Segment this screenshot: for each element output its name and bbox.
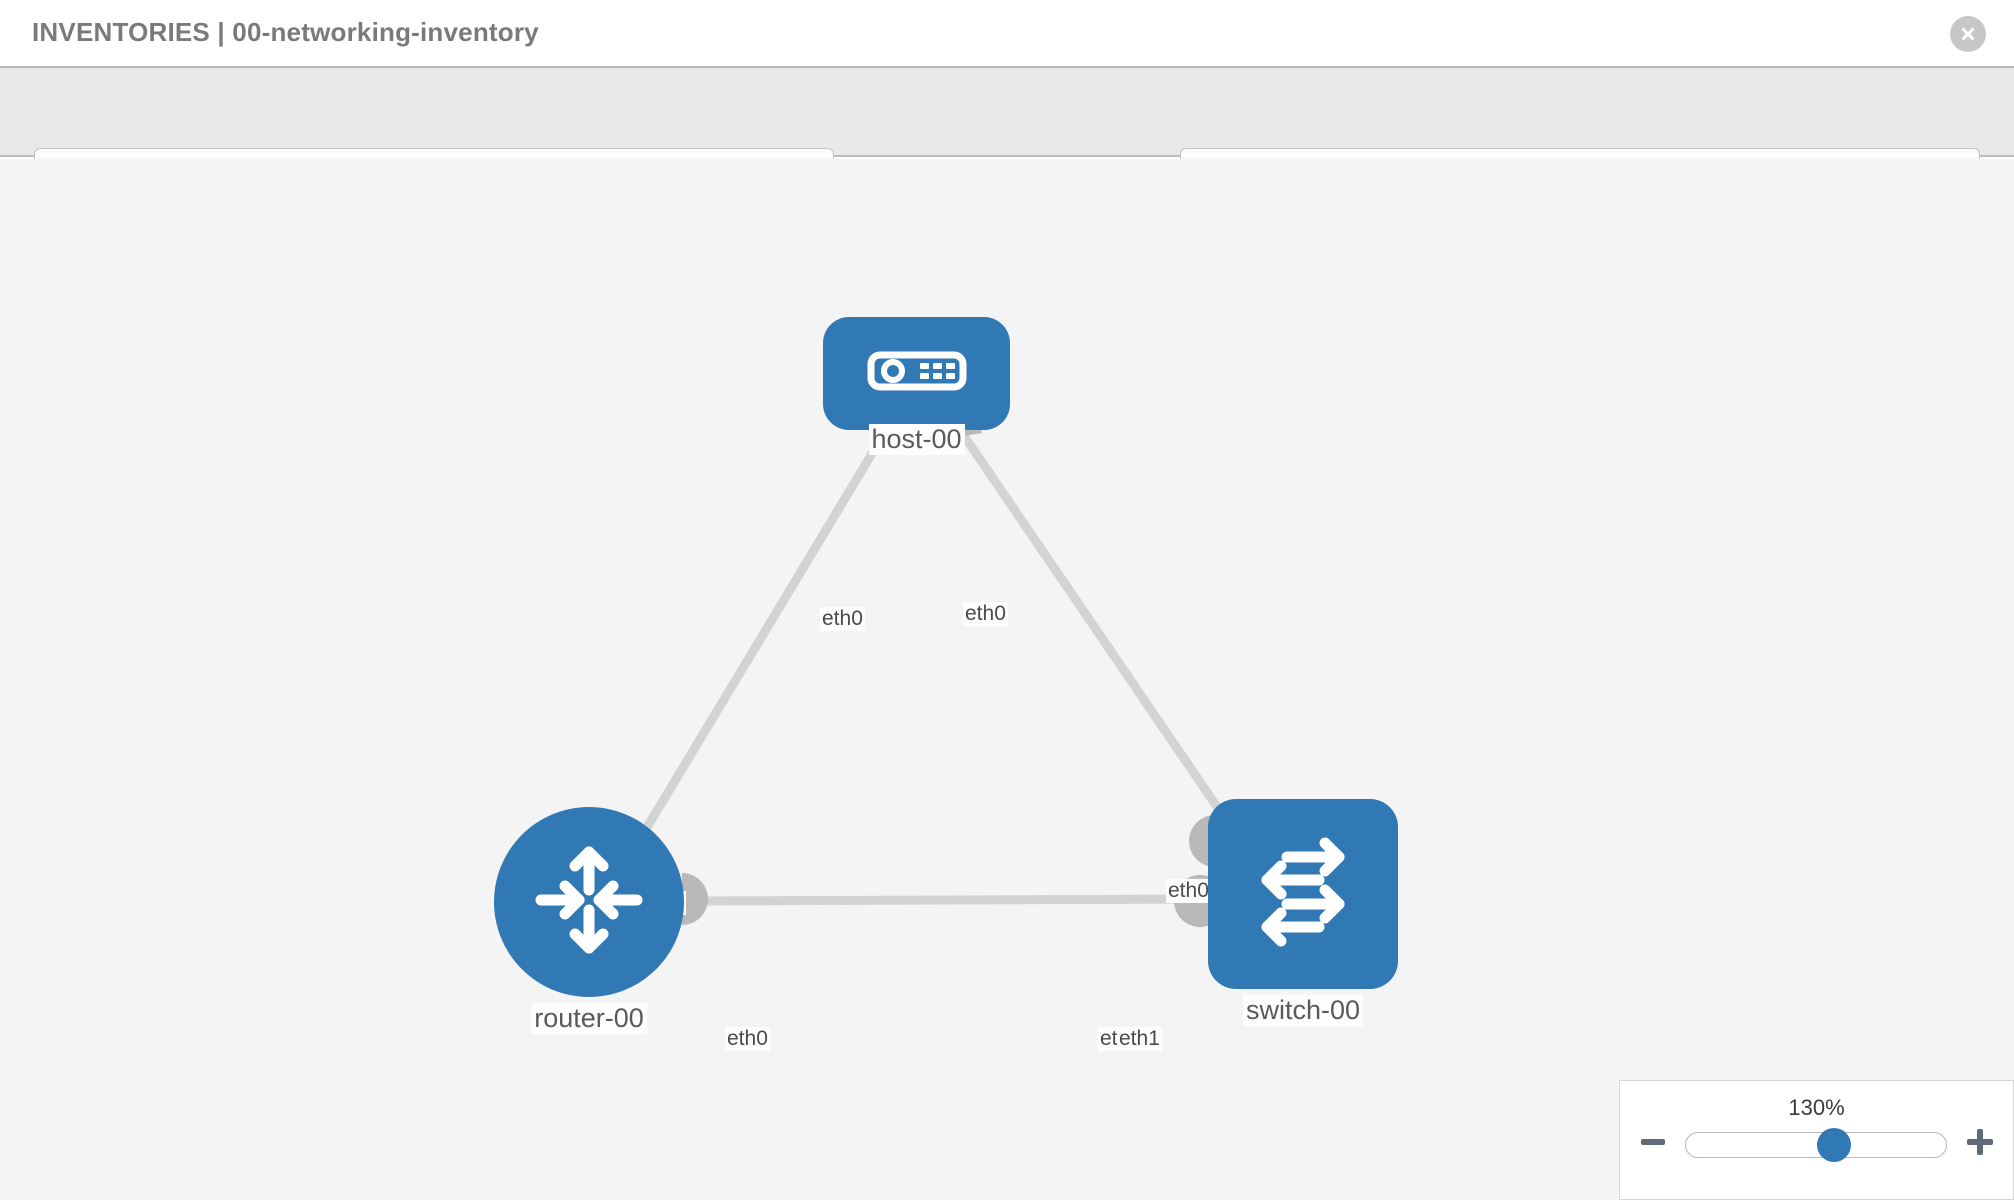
page-title: INVENTORIES | 00-networking-inventory bbox=[32, 17, 539, 47]
switch-node-shape[interactable] bbox=[1208, 799, 1398, 989]
edge-label-host-right: eth0 bbox=[963, 602, 1008, 626]
edge-label-switch-left: eth1 bbox=[1117, 1027, 1162, 1051]
zoom-slider[interactable] bbox=[1684, 1127, 1947, 1162]
close-icon[interactable] bbox=[1950, 16, 1986, 52]
host-node-shape[interactable] bbox=[823, 317, 1010, 430]
router-node-label: router-00 bbox=[531, 1003, 647, 1034]
topology-node-switch-00[interactable]: switch-00 bbox=[1208, 799, 1398, 1026]
topology-node-router-00[interactable]: router-00 bbox=[494, 807, 684, 1034]
edge-label-switch-up: eth0 bbox=[1166, 879, 1211, 903]
host-node-label: host-00 bbox=[868, 424, 965, 455]
switch-node-label: switch-00 bbox=[1242, 995, 1364, 1026]
minus-icon[interactable] bbox=[1639, 1128, 1667, 1161]
plus-icon[interactable] bbox=[1965, 1127, 1995, 1162]
toolbar: ACTIONS SEARCH bbox=[0, 68, 2014, 201]
zoom-control-panel: 130% bbox=[1619, 1080, 2014, 1200]
edge-label-router-right: eth0 bbox=[725, 1027, 770, 1051]
edge-label-host-left: eth0 bbox=[820, 607, 865, 631]
router-node-shape[interactable] bbox=[494, 807, 684, 997]
page-header: INVENTORIES | 00-networking-inventory bbox=[0, 0, 2014, 68]
server-icon bbox=[867, 344, 967, 403]
zoom-level-value: 130% bbox=[1788, 1095, 1845, 1120]
topology-node-host-00[interactable]: host-00 bbox=[823, 317, 1010, 455]
router-icon bbox=[529, 840, 649, 965]
switch-icon bbox=[1243, 832, 1363, 957]
topology-links bbox=[635, 411, 1248, 927]
topology-canvas[interactable]: eth0 eth0 eth0 eth0 eth0 eth0 eth1 bbox=[0, 159, 2014, 1200]
zoom-slider-thumb[interactable] bbox=[1816, 1127, 1851, 1162]
